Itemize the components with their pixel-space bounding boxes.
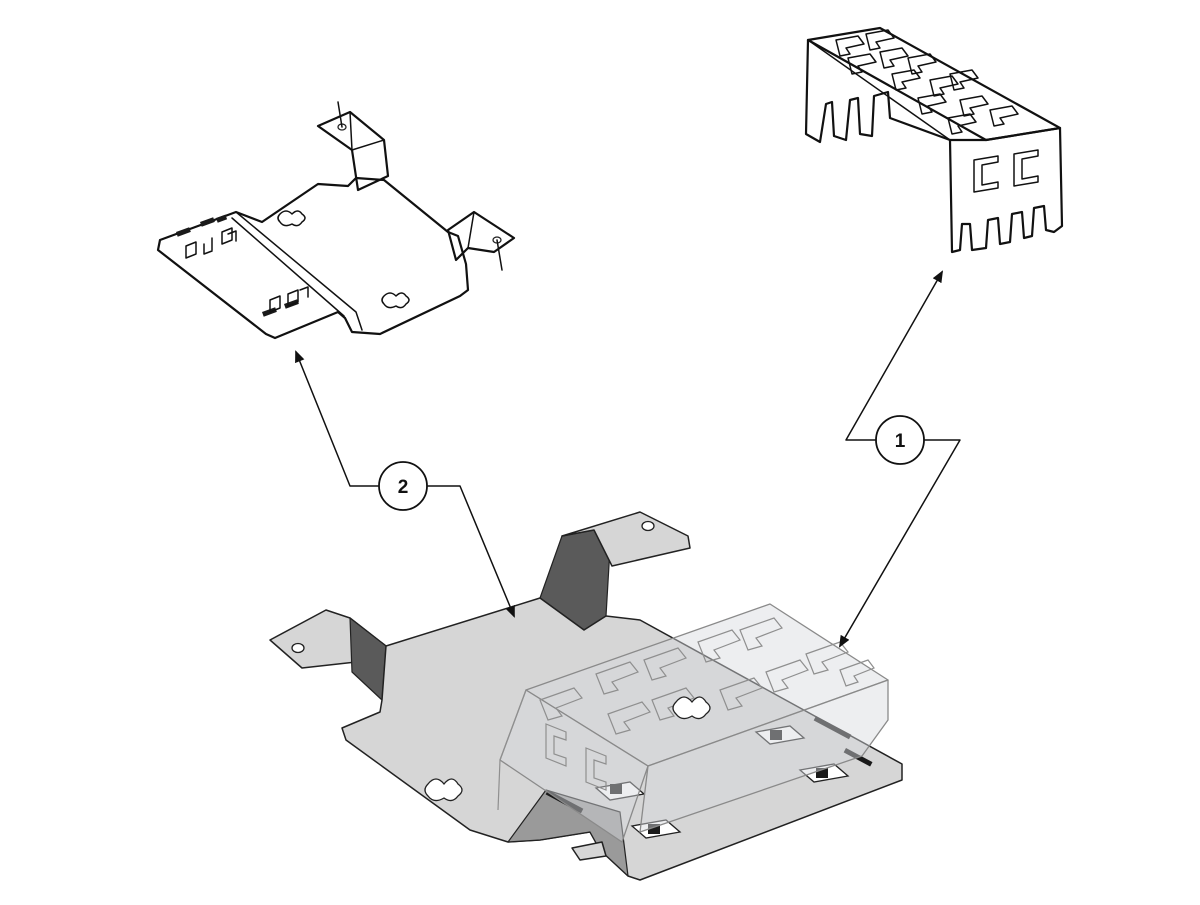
part-2-bracket-detail	[156, 101, 516, 340]
part-1-cover-detail	[804, 26, 1064, 254]
part-2-flange-slots	[176, 214, 309, 317]
callout-1-label: 1	[895, 431, 906, 452]
leader-lines	[295, 270, 961, 648]
assembled-view	[269, 511, 903, 881]
callout-2-label: 2	[398, 477, 409, 498]
callout-1-bubble: 1	[875, 415, 925, 465]
part-1-top-slots	[835, 29, 1019, 135]
callout-2-bubble: 2	[378, 461, 428, 511]
assembly-transparent-cover	[497, 603, 889, 843]
assembly-plate-slots	[545, 715, 873, 839]
